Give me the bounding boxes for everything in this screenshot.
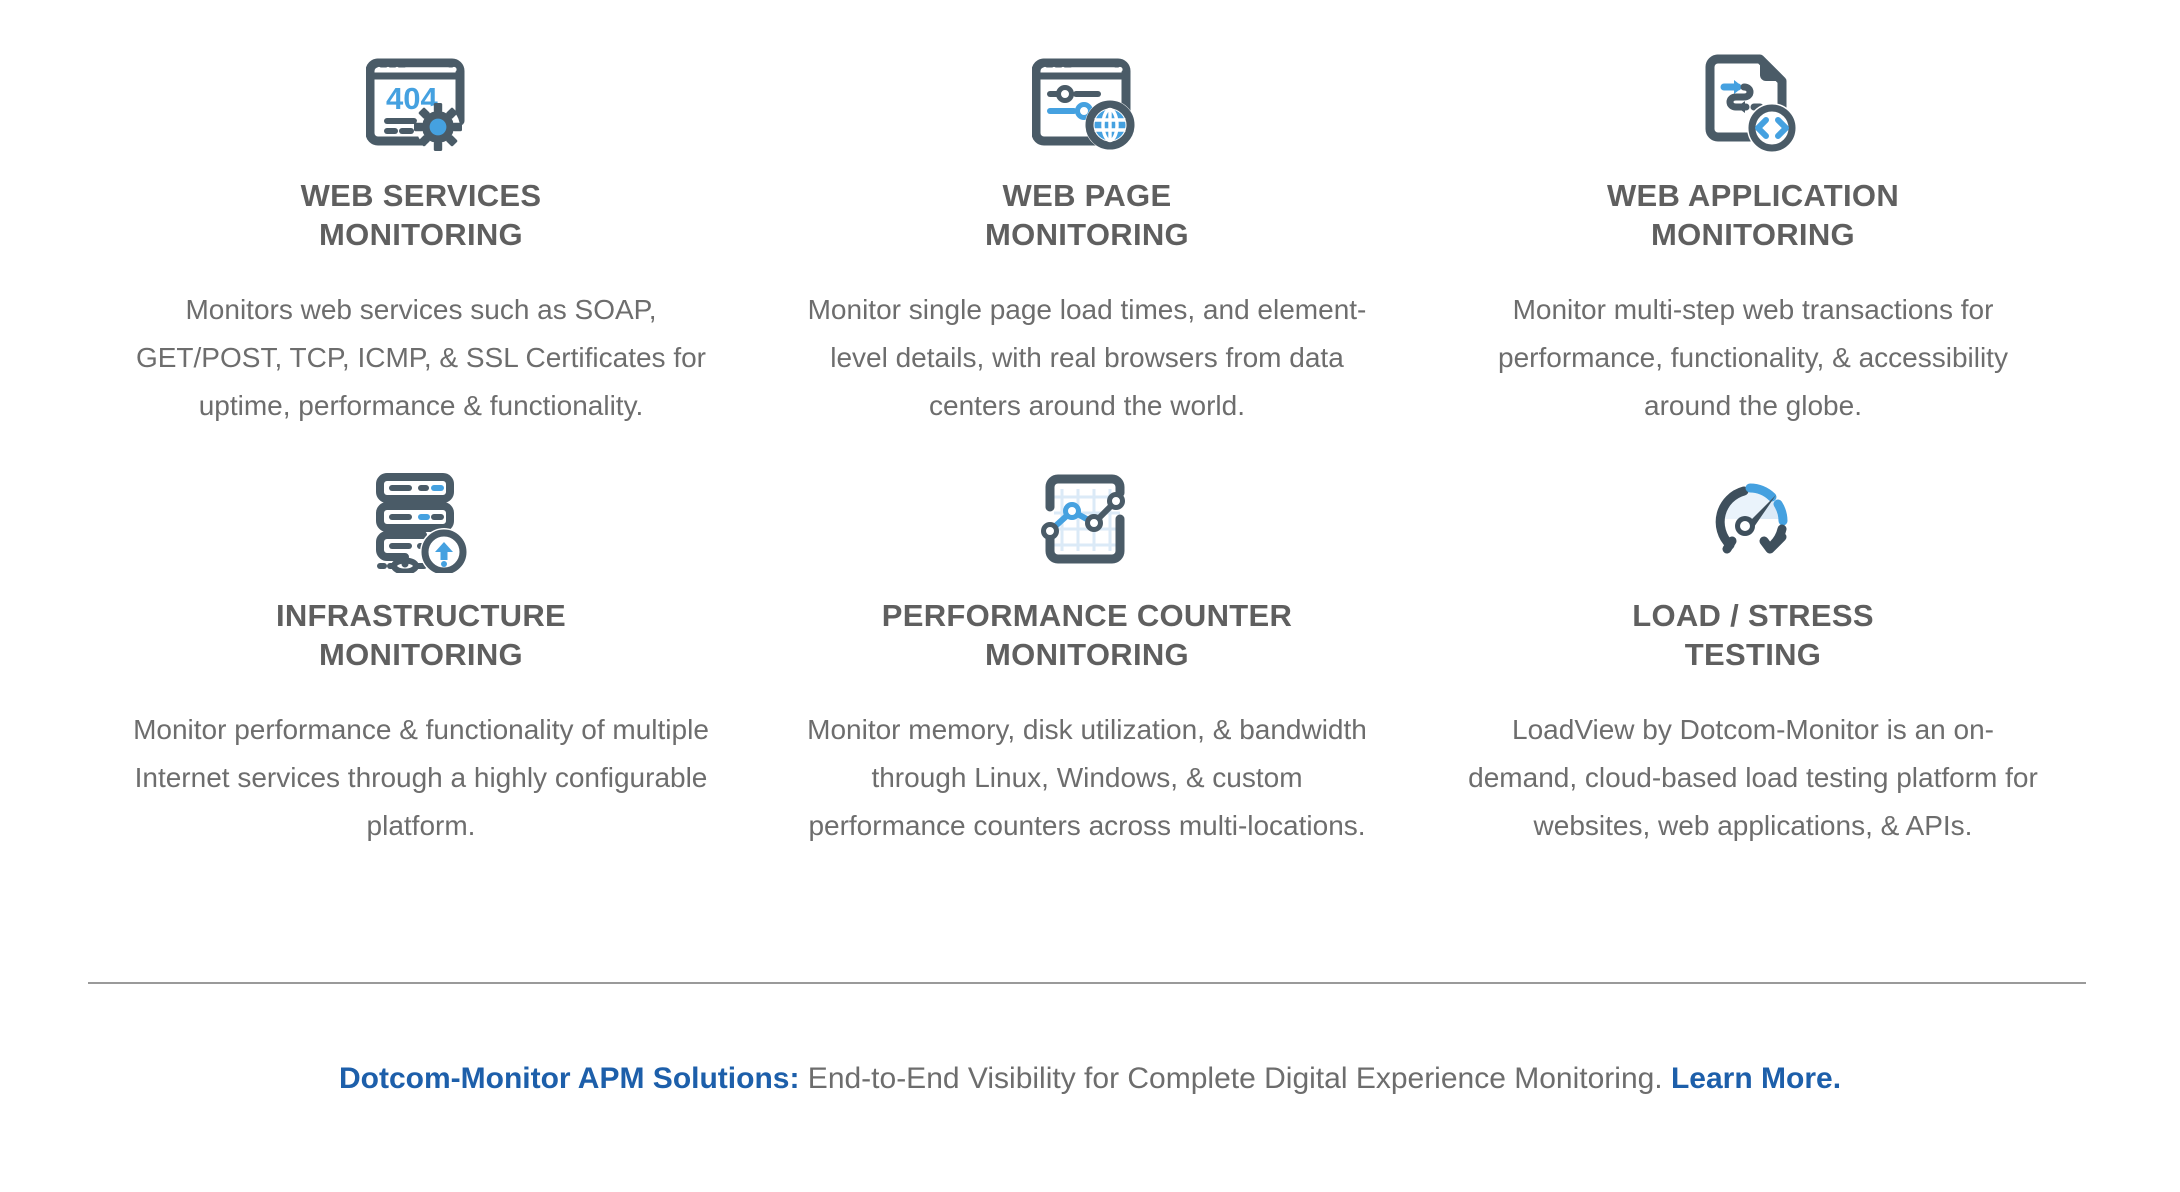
browser-sliders-globe-icon [1025,46,1149,156]
learn-more-link[interactable]: Learn More. [1670,1062,1842,1095]
footer-apm-banner: Dotcom-Monitor APM Solutions: End-to-End… [0,1058,2180,1100]
card-description: Monitor single page load times, and elem… [807,294,1367,421]
server-rack-upload-icon [359,466,483,576]
line-chart-grid-icon [1025,466,1149,576]
document-flow-code-icon [1691,46,1815,156]
card-description: Monitor memory, disk utilization, & band… [807,714,1367,841]
browser-404-gear-icon: 404 [359,46,483,156]
footer-body-text: End-to-End Visibility for Complete Digit… [799,1062,1671,1095]
card-description: Monitors web services such as SOAP, GET/… [135,294,707,421]
card-web-services-monitoring[interactable]: 404 [88,46,754,430]
footer-lead-label: Dotcom-Monitor APM Solutions: [338,1062,800,1095]
solutions-card-grid: 404 [88,46,2086,850]
card-description: Monitor performance & functionality of m… [133,714,709,841]
card-description: LoadView by Dotcom-Monitor is an on-dema… [1468,714,2038,841]
speedometer-gauge-icon [1691,466,1815,576]
section-divider [88,982,2086,984]
card-description: Monitor multi-step web transactions for … [1498,294,2008,421]
